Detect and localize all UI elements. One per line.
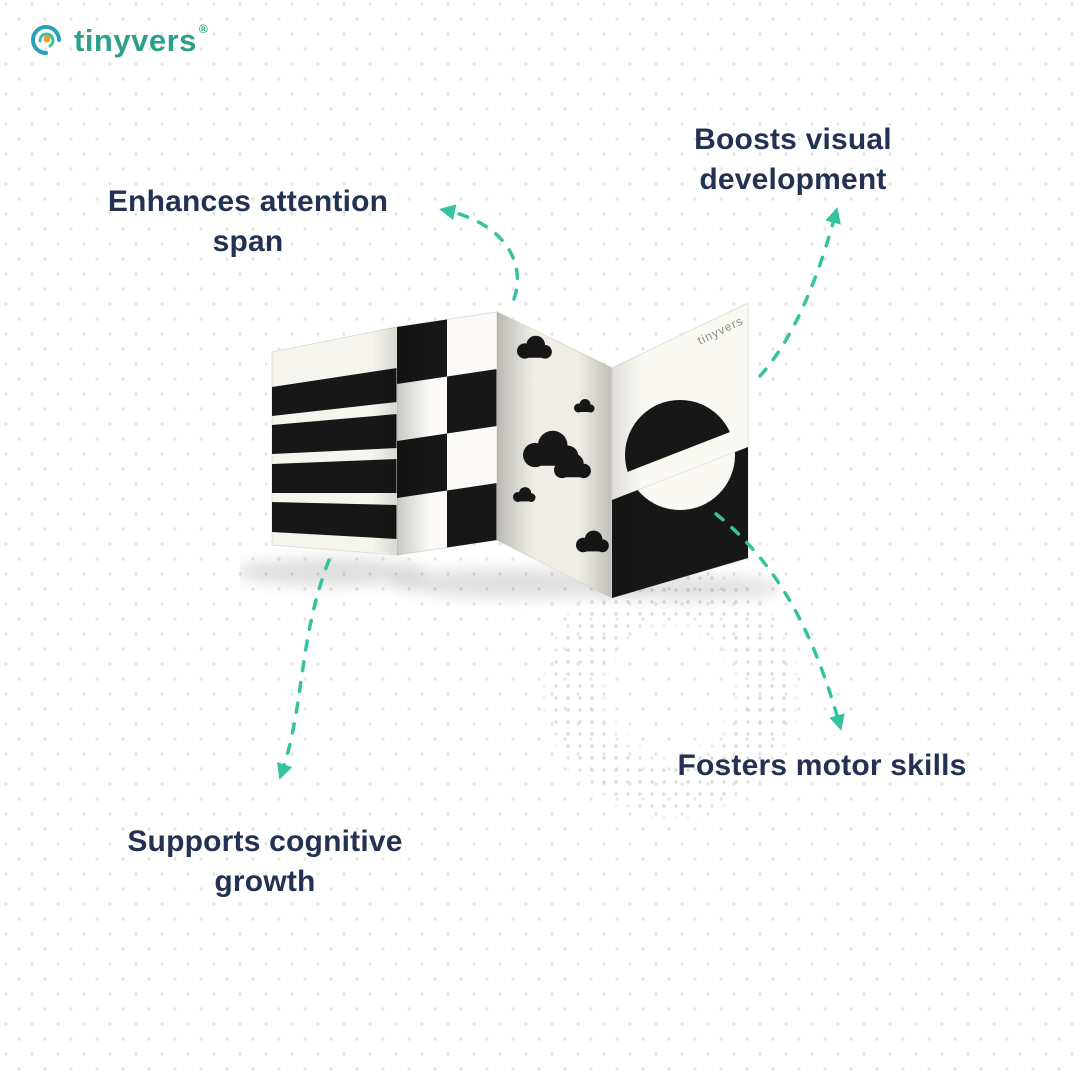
panel-clouds: [496, 311, 613, 599]
benefit-boosts-visual-development: Boosts visual development: [694, 123, 892, 196]
benefit-supports-cognitive-growth: Supports cognitive growth: [127, 825, 403, 898]
brand-logo-swirl-icon: [31, 25, 61, 55]
contrast-card-product: tinyvers: [240, 302, 780, 601]
brand-logo: tinyvers ®: [26, 20, 208, 60]
panel-checkerboard: [396, 311, 498, 556]
brand-wordmark-text: tinyvers: [74, 22, 197, 58]
benefit-fosters-motor-skills: Fosters motor skills: [677, 749, 967, 782]
panel-stripes: [271, 326, 398, 556]
panel-split-circle: tinyvers: [611, 302, 749, 599]
registered-trademark: ®: [198, 21, 209, 36]
benefit-enhances-attention-span: Enhances attention span: [107, 185, 389, 258]
brand-wordmark: tinyvers ®: [74, 21, 209, 58]
